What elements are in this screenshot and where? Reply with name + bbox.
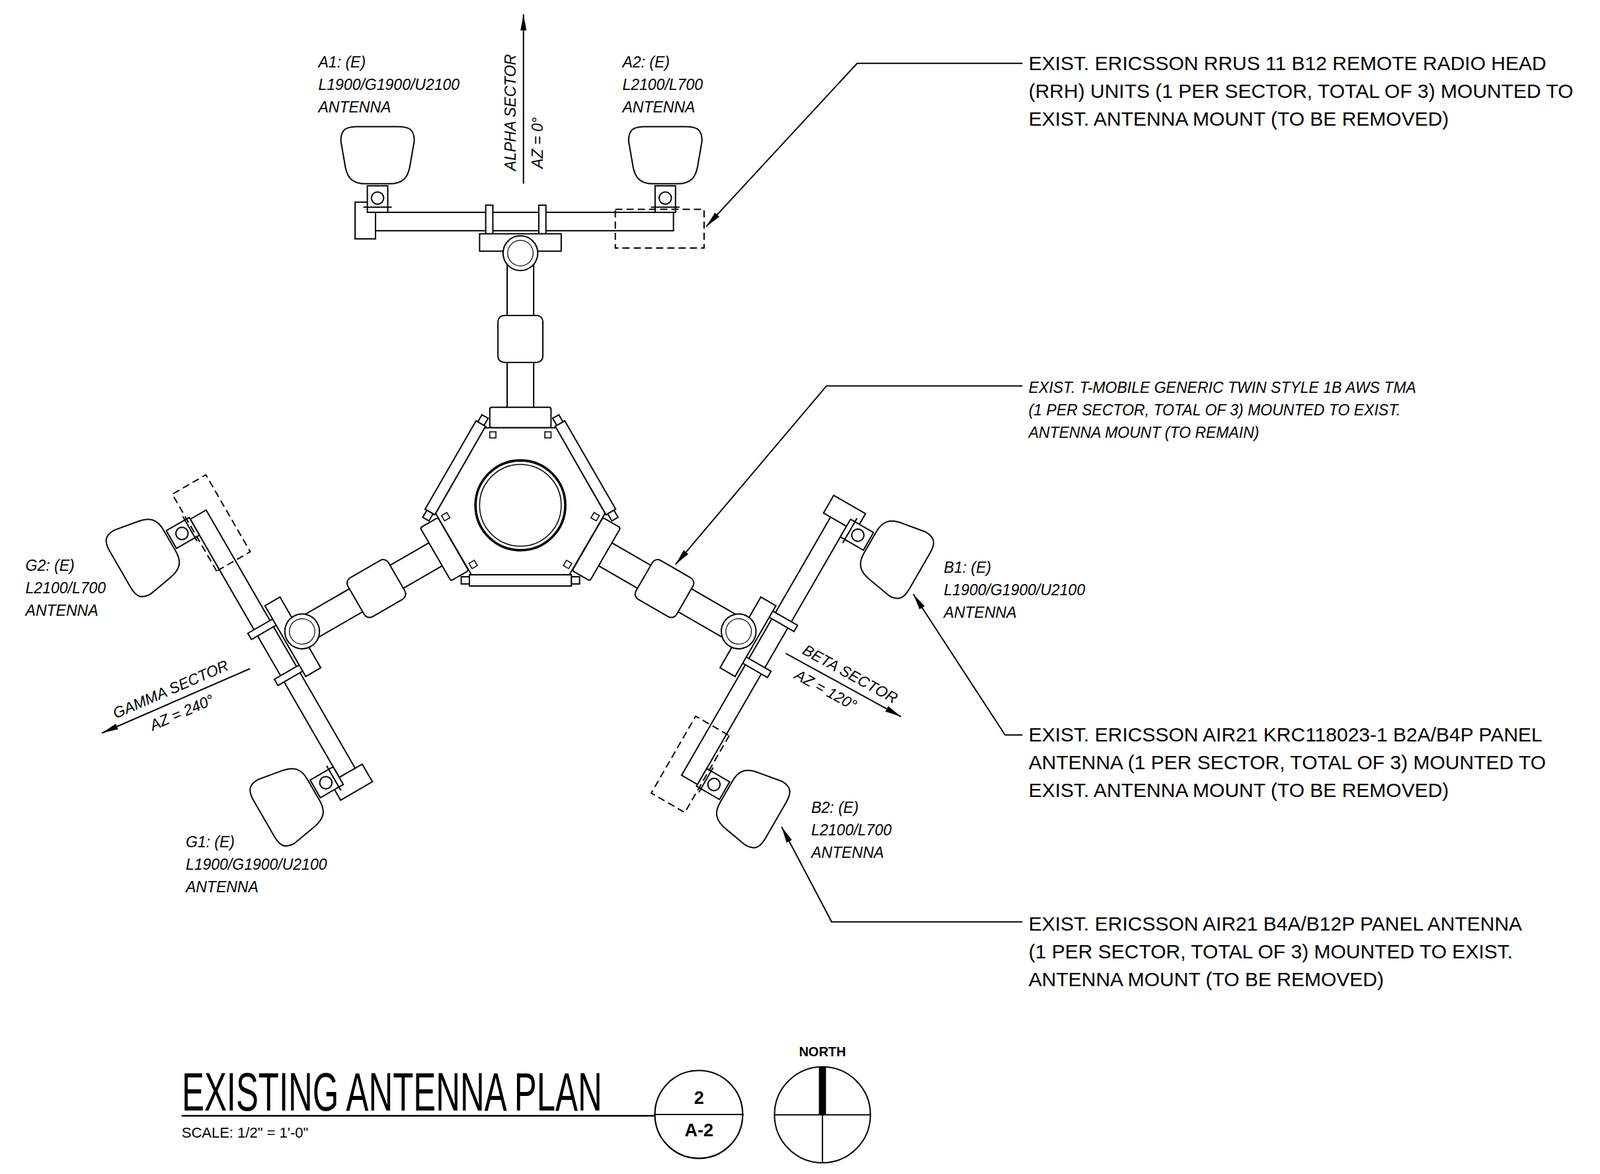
callout-note: EXIST. T-MOBILE GENERIC TWIN STYLE 1B AW… xyxy=(1028,376,1431,444)
center-pole-inner xyxy=(479,464,561,546)
bolts xyxy=(441,512,478,569)
north-bar xyxy=(819,1066,827,1115)
north-arrow xyxy=(774,1066,871,1163)
north-label: NORTH xyxy=(798,1043,846,1060)
sheet-reference-bubble: 2A-2 xyxy=(653,1069,744,1160)
leader-line xyxy=(706,63,1023,227)
callout-note: EXIST. ERICSSON RRUS 11 B12 REMOTE RADIO… xyxy=(1028,49,1575,133)
gamma-sector-mount xyxy=(100,305,680,850)
north-circle xyxy=(774,1066,871,1163)
antenna-label: G2: (E) L2100/L700 ANTENNA xyxy=(25,554,107,622)
leader-line xyxy=(781,826,1023,922)
beta-sector-mount xyxy=(359,309,939,854)
detail-number: 2 xyxy=(653,1081,744,1115)
antenna-label: A1: (E) L1900/G1900/U2100 ANTENNA xyxy=(318,50,461,119)
mount-body xyxy=(435,427,605,575)
center-mount xyxy=(435,427,605,575)
alpha-sector-mount xyxy=(340,126,704,586)
drawing-part xyxy=(101,14,1023,1116)
sector-name: ALPHA SECTOR xyxy=(501,54,520,171)
callout-note: EXIST. ERICSSON AIR21 B4A/B12P PANEL ANT… xyxy=(1028,909,1527,994)
sheet-number: A-2 xyxy=(653,1114,744,1147)
bolts xyxy=(563,512,600,569)
center-pole xyxy=(475,460,566,551)
azimuth-arrow xyxy=(522,14,525,184)
antenna-label: B1: (E) L1900/G1900/U2100 ANTENNA xyxy=(944,556,1086,624)
callout-note: EXIST. ERICSSON AIR21 KRC118023-1 B2A/B4… xyxy=(1028,720,1575,804)
antenna-label: A2: (E) L2100/L700 ANTENNA xyxy=(622,50,703,119)
antenna-label: G1: (E) L1900/G1900/U2100 ANTENNA xyxy=(185,830,328,898)
drawing-title: EXISTING ANTENNA PLAN xyxy=(181,1064,603,1119)
scale-note: SCALE: 1/2" = 1'-0" xyxy=(181,1123,309,1142)
azimuth-label: AZ = 0° xyxy=(528,117,547,169)
bolts xyxy=(489,431,552,438)
leader-line xyxy=(675,385,1023,564)
bubble-outline xyxy=(653,1069,744,1160)
antenna-label: B2: (E) L2100/L700 ANTENNA xyxy=(811,796,892,864)
bubble-divider xyxy=(653,1113,744,1115)
